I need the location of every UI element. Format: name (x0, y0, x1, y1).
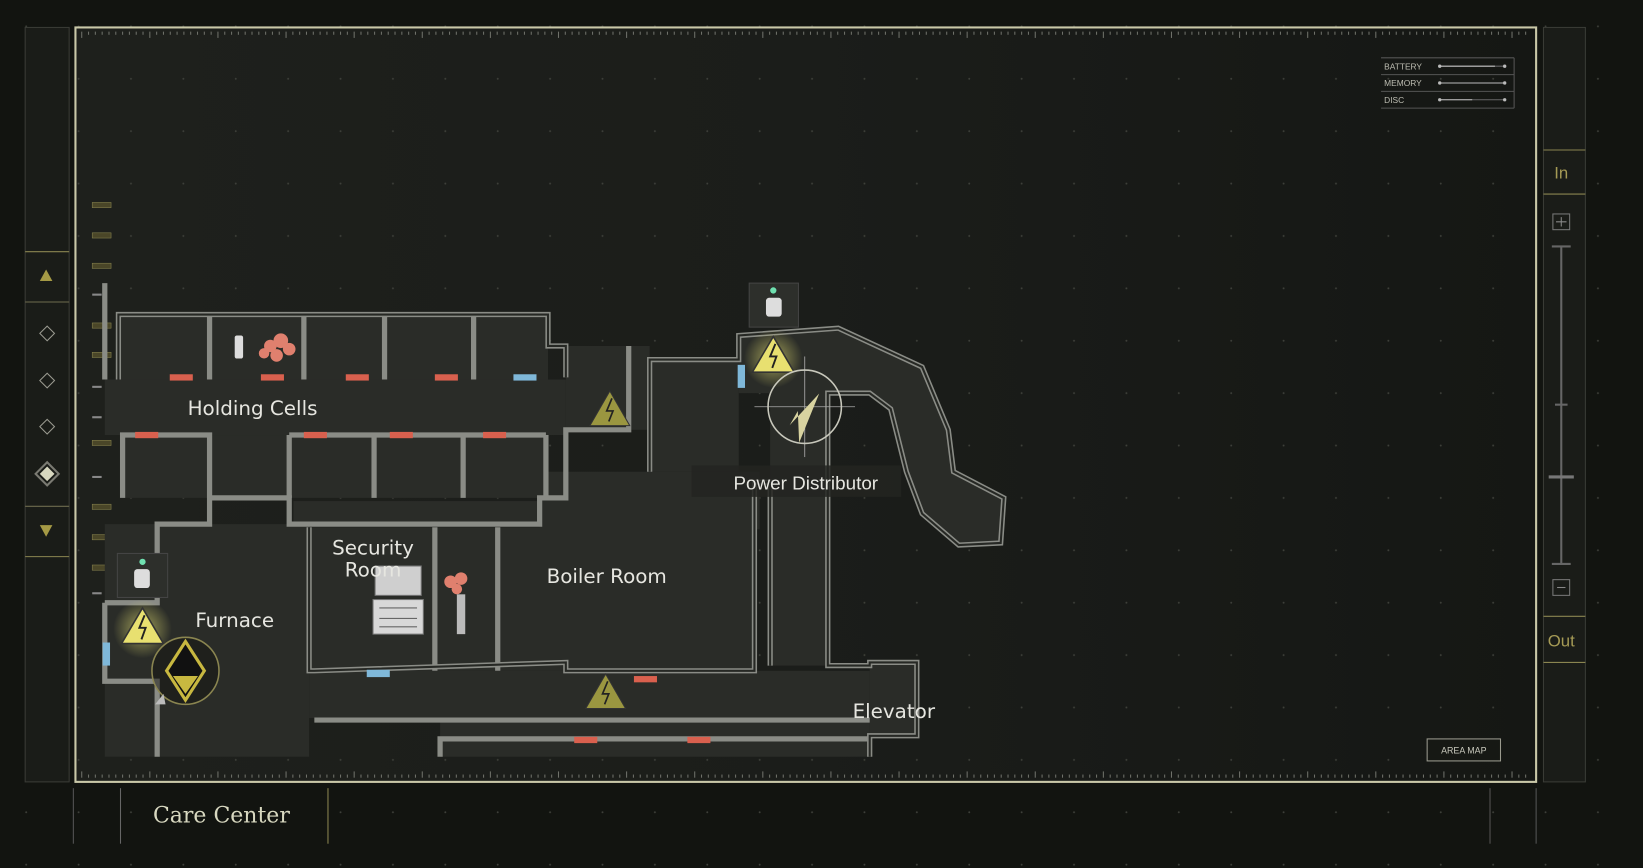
herb-icon[interactable] (444, 572, 468, 635)
locked-door[interactable] (434, 374, 458, 381)
open-door[interactable] (737, 364, 746, 388)
open-door[interactable] (102, 642, 111, 666)
memory-gauge (1438, 81, 1507, 85)
locked-door[interactable] (260, 374, 284, 381)
objective-marker-icon[interactable] (151, 636, 220, 706)
zoom-slider[interactable] (1548, 245, 1574, 565)
herb-icon[interactable] (234, 333, 296, 362)
zoom-plus-icon[interactable] (1552, 213, 1571, 231)
locked-door[interactable] (574, 736, 598, 744)
generator-icon[interactable] (116, 552, 169, 598)
locked-door[interactable] (345, 374, 369, 381)
generator-icon[interactable] (748, 282, 799, 328)
area-map-button[interactable]: AREA MAP (1426, 738, 1502, 762)
floor-selector (24, 26, 70, 783)
locked-door[interactable] (303, 431, 327, 439)
zoom-panel: In Out (1542, 26, 1586, 783)
left-edge-markers (91, 202, 112, 595)
player-position-icon (754, 356, 856, 458)
room-label-holding-cells: Holding Cells (188, 397, 318, 420)
room-label-security-room-line2: Room (345, 559, 402, 582)
svg-text:AREA MAP: AREA MAP (1441, 746, 1487, 756)
locked-door[interactable] (633, 676, 657, 683)
zoom-in-label[interactable]: In (1554, 163, 1568, 182)
locked-door[interactable] (169, 374, 193, 381)
area-name-panel: Care Center (72, 788, 1537, 844)
floor-diamond-icon[interactable] (39, 372, 56, 389)
electric-hazard-inactive-icon[interactable] (584, 672, 627, 710)
floor-up-icon[interactable] (39, 269, 53, 282)
zoom-out-label[interactable]: Out (1548, 632, 1575, 651)
floor-diamond-icon[interactable] (39, 418, 56, 435)
floor-down-icon[interactable] (39, 525, 53, 537)
room-label-elevator: Elevator (853, 700, 936, 723)
zoom-minus-icon[interactable] (1552, 579, 1571, 596)
room-label-furnace: Furnace (195, 609, 274, 632)
locked-door[interactable] (135, 431, 159, 439)
room-label-power-distributor: Power Distributor (733, 473, 878, 494)
electric-hazard-inactive-icon[interactable] (589, 389, 631, 427)
electric-hazard-icon[interactable] (113, 599, 172, 659)
map-frame (74, 26, 1538, 783)
locked-door[interactable] (687, 736, 711, 744)
ruler-ticks (81, 31, 1527, 778)
battery-gauge (1438, 64, 1507, 68)
electric-hazard-icon[interactable] (743, 329, 803, 388)
open-door[interactable] (513, 374, 537, 381)
doors (102, 364, 746, 744)
area-name: Care Center (153, 804, 290, 829)
status-panel: BATTERY MEMORY DISC (1381, 57, 1515, 109)
room-label-boiler-room: Boiler Room (547, 565, 667, 588)
floor-diamond-selected-icon[interactable] (34, 460, 61, 487)
disc-label: DISC (1384, 95, 1404, 105)
memory-label: MEMORY (1384, 78, 1422, 88)
locked-door[interactable] (389, 431, 413, 439)
map-layout (102, 283, 1007, 757)
typewriter-save-icon[interactable] (372, 565, 424, 635)
battery-label: BATTERY (1384, 61, 1422, 71)
locked-door[interactable] (483, 431, 507, 439)
floor-diamond-icon[interactable] (39, 325, 56, 342)
room-label-security-room: Security (332, 537, 414, 560)
open-door[interactable] (366, 669, 390, 678)
disc-gauge (1438, 98, 1507, 102)
